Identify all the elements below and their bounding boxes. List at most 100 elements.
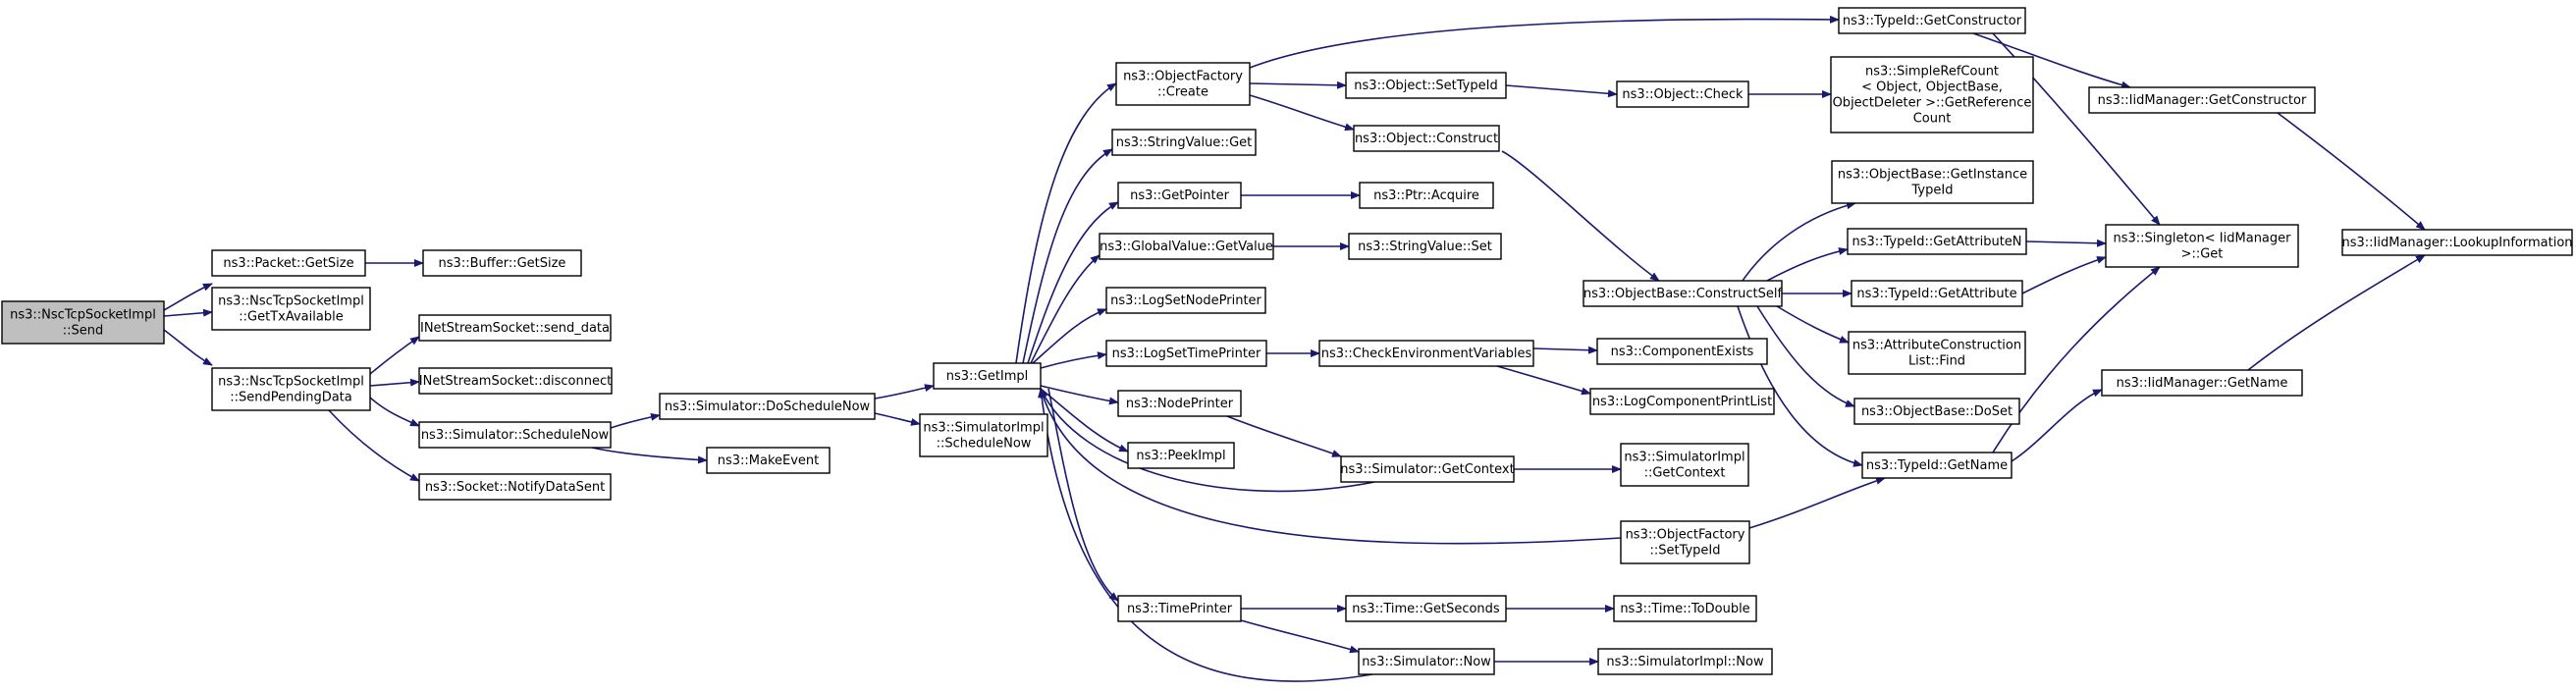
call-edge-schednow-to-doschednow	[610, 412, 661, 429]
function-node-label: ns3::GetImpl	[946, 369, 1029, 384]
call-edge-schednow-to-makeevent	[591, 447, 708, 464]
function-node-schednow[interactable]: ns3::Simulator::ScheduleNow	[418, 421, 612, 449]
function-node-box	[1596, 338, 1768, 365]
function-node-box	[422, 249, 582, 277]
function-node-label: ns3::IidManager::GetConstructor	[2098, 93, 2307, 108]
function-node-label: ::GetTxAvailable	[239, 310, 343, 325]
function-node-label: ns3::AttributeConstruction	[1852, 339, 2021, 353]
function-node-label: ns3::TypeId::GetConstructor	[1843, 14, 2022, 28]
function-node-label: ::Create	[1157, 85, 1208, 100]
function-node-box	[1616, 80, 1749, 108]
function-node-label: ns3::LogSetNodePrinter	[1110, 293, 1261, 308]
function-node-typeidgetctor[interactable]: ns3::TypeId::GetConstructor	[1838, 7, 2026, 34]
function-node-obdoset[interactable]: ns3::ObjectBase::DoSet	[1853, 398, 2020, 425]
call-edge-typeidgetctor-to-iidmgrgetctor	[1972, 32, 2131, 89]
function-node-label: >::Get	[2181, 247, 2224, 262]
function-node-label: ns3::SimulatorImpl::Now	[1606, 655, 1764, 669]
function-node-timetodouble[interactable]: ns3::Time::ToDouble	[1613, 595, 1757, 622]
function-node-obconstructself[interactable]: ns3::ObjectBase::ConstructSelf	[1583, 280, 1783, 307]
call-edge-ofcreate-to-typeidgetctor	[1249, 15, 1840, 69]
function-node-timegetsec[interactable]: ns3::Time::GetSeconds	[1345, 595, 1507, 622]
function-node-singletonget[interactable]: ns3::Singleton< IidManager>::Get	[2105, 224, 2299, 268]
function-node-objcheck[interactable]: ns3::Object::Check	[1616, 80, 1749, 108]
call-edge-getimpl-to-gvgetvalue	[1030, 254, 1100, 364]
function-node-gettx[interactable]: ns3::NscTcpSocketImpl::GetTxAvailable	[211, 287, 371, 331]
function-node-lognode[interactable]: ns3::LogSetNodePrinter	[1105, 287, 1266, 314]
function-node-objconstruct[interactable]: ns3::Object::Construct	[1353, 125, 1500, 152]
function-node-makeevent[interactable]: ns3::MakeEvent	[706, 447, 831, 474]
function-node-compexists[interactable]: ns3::ComponentExists	[1596, 338, 1768, 365]
function-node-box	[1115, 62, 1251, 106]
function-node-label: ns3::StringValue::Set	[1358, 240, 1492, 254]
function-node-label: Count	[1913, 112, 1952, 127]
function-node-notify[interactable]: ns3::Socket::NotifyDataSent	[418, 473, 612, 501]
function-node-bufsize[interactable]: ns3::Buffer::GetSize	[422, 249, 582, 277]
function-node-doschednow[interactable]: ns3::Simulator::DoScheduleNow	[659, 393, 876, 420]
call-edge-ofsettype-to-typeidgetname	[1748, 476, 1886, 529]
function-node-getpointer[interactable]: ns3::GetPointer	[1117, 182, 1242, 209]
function-node-timeprinter[interactable]: ns3::TimePrinter	[1117, 595, 1242, 622]
call-edge-obconstructself-to-obgetinst	[1742, 201, 1856, 282]
function-node-label: ns3::ObjectFactory	[1123, 70, 1243, 84]
function-node-box	[1340, 455, 1515, 483]
function-node-simnow[interactable]: ns3::Simulator::Now	[1358, 648, 1495, 675]
function-node-box	[1117, 390, 1242, 417]
function-node-simimplgetctx[interactable]: ns3::SimulatorImpl::GetContext	[1620, 443, 1749, 487]
call-edge-iidmgrgetname-to-iidmgrlookup	[2247, 254, 2426, 371]
function-node-box	[1348, 233, 1502, 260]
function-node-box	[919, 413, 1048, 457]
function-node-typeidgetattr[interactable]: ns3::TypeId::GetAttribute	[1851, 280, 2023, 307]
function-node-senddata[interactable]: INetStreamSocket::send_data	[418, 314, 612, 342]
function-node-nodeprinter[interactable]: ns3::NodePrinter	[1117, 390, 1242, 417]
function-node-simplerefcount[interactable]: ns3::SimpleRefCount< Object, ObjectBase,…	[1830, 56, 2034, 133]
function-node-label: ns3::ObjectFactory	[1626, 528, 1745, 543]
function-node-peekimpl[interactable]: ns3::PeekImpl	[1127, 442, 1235, 469]
function-node-strvalset[interactable]: ns3::StringValue::Set	[1348, 233, 1502, 260]
function-node-ptracquire[interactable]: ns3::Ptr::Acquire	[1359, 182, 1494, 209]
function-node-sendpending[interactable]: ns3::NscTcpSocketImpl::SendPendingData	[211, 367, 371, 411]
function-node-label: ns3::Socket::NotifyDataSent	[425, 480, 605, 495]
function-node-disconnect[interactable]: INetStreamSocket::disconnect	[418, 367, 613, 395]
function-node-iidmgrlookup[interactable]: ns3::IidManager::LookupInformation	[2341, 229, 2573, 256]
function-node-box	[211, 249, 366, 277]
function-node-label: ns3::Time::GetSeconds	[1352, 602, 1500, 616]
call-edge-getimpl-to-ofcreate	[1015, 82, 1117, 364]
function-node-label: ns3::StringValue::Get	[1116, 135, 1252, 150]
function-node-box	[1830, 56, 2034, 133]
function-node-simimplsched[interactable]: ns3::SimulatorImpl::ScheduleNow	[919, 413, 1048, 457]
function-node-logcompprint[interactable]: ns3::LogComponentPrintList	[1589, 388, 1775, 415]
function-node-getimpl[interactable]: ns3::GetImpl	[933, 362, 1042, 390]
function-node-objsettype[interactable]: ns3::Object::SetTypeId	[1345, 72, 1507, 99]
function-node-logtime[interactable]: ns3::LogSetTimePrinter	[1105, 340, 1267, 367]
function-node-send[interactable]: ns3::NscTcpSocketImpl::Send	[1, 300, 165, 345]
function-node-simgetctx[interactable]: ns3::Simulator::GetContext	[1340, 455, 1515, 483]
function-node-ofsettype[interactable]: ns3::ObjectFactory::SetTypeId	[1620, 520, 1750, 564]
function-node-typeidgetname[interactable]: ns3::TypeId::GetName	[1861, 452, 2012, 479]
function-node-simimplnow[interactable]: ns3::SimulatorImpl::Now	[1597, 648, 1773, 675]
function-node-ofcreate[interactable]: ns3::ObjectFactory::Create	[1115, 62, 1251, 106]
function-node-gvgetvalue[interactable]: ns3::GlobalValue::GetValue	[1099, 233, 1274, 260]
function-node-box	[2088, 86, 2316, 114]
function-node-box	[1583, 280, 1783, 307]
function-node-label: ns3::Time::ToDouble	[1620, 602, 1749, 616]
call-edge-simnow-to-getimpl	[1038, 388, 1373, 682]
call-edge-sendpending-to-notify	[328, 409, 420, 482]
function-node-label: ns3::Object::SetTypeId	[1354, 79, 1497, 93]
function-node-box	[1345, 595, 1507, 622]
function-node-box	[1847, 228, 2027, 255]
function-node-strvalget[interactable]: ns3::StringValue::Get	[1111, 129, 1257, 156]
function-node-iidmgrgetctor[interactable]: ns3::IidManager::GetConstructor	[2088, 86, 2316, 114]
function-node-label: ns3::SimulatorImpl	[1624, 451, 1744, 465]
function-node-getsize[interactable]: ns3::Packet::GetSize	[211, 249, 366, 277]
function-node-label: ns3::NscTcpSocketImpl	[10, 308, 156, 323]
function-node-label: ns3::TypeId::GetAttribute	[1856, 287, 2016, 301]
call-edge-nodeprinter-to-simgetctx	[1226, 415, 1342, 457]
function-node-typeidgetattrn[interactable]: ns3::TypeId::GetAttributeN	[1847, 228, 2027, 255]
function-node-box	[1838, 7, 2026, 34]
function-node-label: ns3::Object::Check	[1622, 87, 1744, 102]
function-node-checkenv[interactable]: ns3::CheckEnvironmentVariables	[1318, 340, 1534, 367]
function-node-box	[1851, 280, 2023, 307]
function-node-iidmgrgetname[interactable]: ns3::IidManager::GetName	[2101, 369, 2303, 397]
